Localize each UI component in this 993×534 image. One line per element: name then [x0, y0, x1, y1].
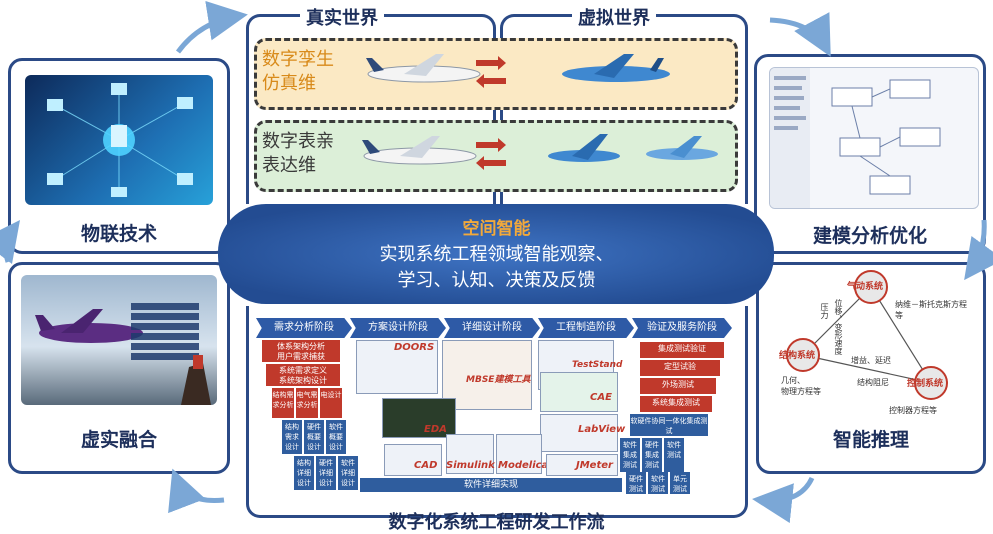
real-world-title: 真实世界 [300, 4, 384, 30]
left-v-item: 结构需求分析 [272, 388, 294, 418]
note-control: 控制器方程等 [889, 405, 937, 416]
right-v-item: 软件集成测试 [620, 438, 640, 472]
right-v-item: 外场测试 [640, 378, 716, 394]
right-v-item: 硬件测试 [626, 472, 646, 494]
modeling-illustration [769, 67, 979, 209]
left-v-item: 结构需求设计 [282, 420, 302, 454]
node-control-label: 控制系统 [907, 376, 943, 389]
left-v-item: 硬件详细设计 [316, 456, 336, 490]
tool-cae-label: CAE [590, 392, 612, 403]
edge-label-displacement: 位移、变形速度 [833, 299, 844, 355]
tool-teststand-label: TestStand [572, 360, 622, 370]
left-v-item: 结构详细设计 [294, 456, 314, 490]
note-structure: 几何、 物理方程等 [781, 375, 841, 397]
mixed-reality-illustration [21, 275, 217, 405]
left-v-item: 体系架构分析 用户需求捕获 [262, 340, 340, 362]
left-v-item: 软件详细设计 [338, 456, 358, 490]
tool-doors-label: DOORS [394, 342, 434, 353]
stage-requirements: 需求分析阶段 [256, 318, 352, 338]
edge-label-gain: 增益、延迟 [851, 355, 891, 366]
stage-manufacturing: 工程制造阶段 [538, 318, 634, 338]
stage-detail-design: 详细设计阶段 [444, 318, 540, 338]
virtual-airplane-icon [562, 54, 670, 82]
left-v-item: 系统需求定义 系统架构设计 [266, 364, 340, 386]
airplane-hangar-icon [21, 275, 217, 405]
right-v-item: 集成测试验证 [640, 342, 724, 358]
spatial-intelligence-label: 空间智能 [0, 214, 993, 239]
iot-illustration [25, 75, 213, 205]
right-v-item: 硬件集成测试 [642, 438, 662, 472]
tool-eda-label: EDA [424, 424, 447, 435]
left-v-item: 电设计 [320, 388, 342, 418]
mixed-reality-panel: 虚实融合 [8, 262, 230, 474]
tool-jmeter-label: JMeter [576, 460, 613, 471]
model-diagram-icon [770, 68, 978, 208]
real-airplane-icon-2 [362, 136, 476, 164]
right-v-item: 单元测试 [670, 472, 690, 494]
iot-network-icon [25, 75, 213, 205]
stage-verification: 验证及服务阶段 [632, 318, 732, 338]
right-v-item: 软件测试 [648, 472, 668, 494]
right-v-item: 软硬件协同一体化集成测试 [630, 414, 708, 436]
tool-labview-label: LabView [578, 424, 625, 435]
stage-scheme-design: 方案设计阶段 [350, 318, 446, 338]
reasoning-title: 智能推理 [759, 425, 983, 452]
tool-simulink-label: Simulink [446, 460, 495, 471]
center-line-1: 实现系统工程领域智能观察、 [0, 240, 993, 266]
tool-modelica-label: Modelica [498, 460, 548, 471]
workflow-title: 数字化系统工程研发工作流 [0, 508, 993, 534]
mixed-reality-title: 虚实融合 [11, 425, 227, 452]
center-line-2: 学习、认知、决策及反馈 [0, 266, 993, 292]
left-v-item: 软件概要设计 [326, 420, 346, 454]
airplane-illustrations [254, 38, 738, 198]
note-aero: 纳维－斯托克斯方程等 [895, 299, 969, 321]
right-v-item: 系统集成测试 [640, 396, 712, 412]
left-v-item: 电气需求分析 [296, 388, 318, 418]
real-airplane-icon [366, 54, 480, 82]
edge-label-damping: 结构阻尼 [857, 377, 889, 388]
left-v-item: 硬件概要设计 [304, 420, 324, 454]
virtual-world-title: 虚拟世界 [572, 4, 656, 30]
node-structure-label: 结构系统 [779, 348, 815, 361]
reasoning-panel: 气动系统 结构系统 控制系统 压力 位移、变形速度 增益、延迟 结构阻尼 纳维－… [756, 262, 986, 474]
tool-cad-label: CAD [414, 460, 437, 471]
right-v-item: 定型试验 [640, 360, 720, 376]
tool-mbse-label: MBSE建模工具 [466, 372, 530, 385]
bottom-implementation: 软件详细实现 [360, 478, 622, 492]
exchange-arrows-icon [476, 56, 506, 170]
edge-label-pressure: 压力 [819, 303, 830, 319]
right-v-item: 软件测试 [664, 438, 684, 472]
virtual-airplane-icon-2 [548, 134, 718, 162]
